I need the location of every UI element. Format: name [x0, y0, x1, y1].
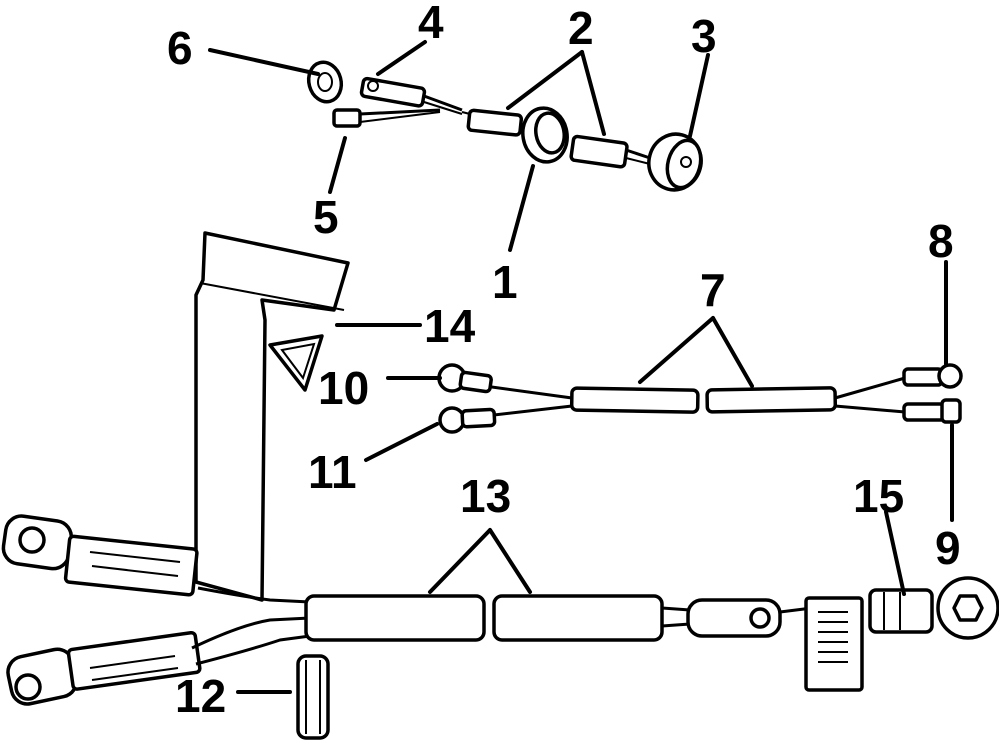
part-1-boot [521, 106, 569, 164]
part-3-plug [647, 132, 703, 192]
callout-8: 8 [928, 215, 954, 267]
part-4-terminal [359, 76, 463, 115]
part-14-cover [194, 231, 350, 602]
part-7-harness [467, 376, 906, 420]
part-2-connector-right [569, 134, 651, 169]
part-11-ring-terminal [438, 406, 497, 434]
callout-7: 7 [700, 264, 726, 316]
callout-2: 2 [568, 2, 594, 54]
part-9-terminal [902, 398, 962, 424]
part-6-grommet [306, 60, 344, 104]
callout-15: 15 [853, 470, 904, 522]
callout-10: 10 [318, 362, 369, 414]
callout-labels: 6 4 2 3 5 1 14 7 8 10 11 13 15 9 12 [167, 0, 961, 722]
part-10-ring-terminal [437, 363, 493, 394]
callout-12: 12 [175, 670, 226, 722]
part-8-ring-terminal [902, 363, 963, 389]
callout-11: 11 [308, 446, 357, 498]
leader-lines [208, 40, 954, 694]
part-2-connector-left [461, 108, 524, 137]
callout-14: 14 [424, 300, 476, 352]
callout-9: 9 [935, 522, 961, 574]
part-15-solenoid-terminal [804, 576, 999, 692]
part-12-grommet [296, 654, 330, 740]
part-5-terminal [332, 108, 441, 128]
callout-6: 6 [167, 22, 193, 74]
callout-13: 13 [460, 470, 511, 522]
callout-3: 3 [691, 10, 717, 62]
callout-4: 4 [418, 0, 444, 48]
callout-1: 1 [492, 256, 518, 308]
part-13-battery-cables [1, 514, 813, 706]
callout-5: 5 [313, 191, 339, 243]
